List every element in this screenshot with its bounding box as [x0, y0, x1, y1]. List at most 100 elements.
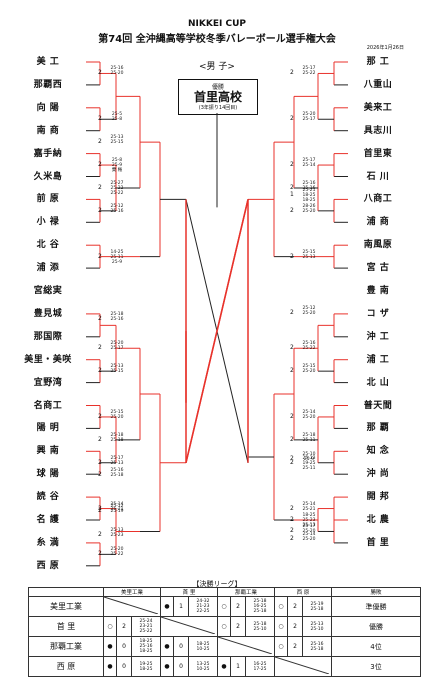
- match-score: 25-12 25-16: [110, 203, 124, 214]
- set-count: 2: [290, 69, 294, 77]
- league-result: 3位: [331, 656, 421, 677]
- match-score: 25-17 25-22: [302, 66, 316, 77]
- team-left: 球 陽: [36, 469, 60, 480]
- match-score: 25-18 25-18: [110, 432, 124, 443]
- league-score: 25-18 25-10: [245, 616, 275, 637]
- league-score: 25-18 16-25 25-18: [245, 596, 275, 617]
- league-mark: ○: [217, 596, 231, 617]
- set-count: 2: [98, 138, 102, 146]
- winner-label: 優勝: [211, 84, 224, 91]
- team-left: 陽 明: [36, 423, 60, 434]
- match-score: 25-13 25-23: [110, 528, 124, 539]
- league-title: 【決勝リーグ】: [192, 580, 242, 588]
- set-count: 1: [290, 191, 294, 199]
- team-right: 沖 工: [366, 331, 390, 342]
- team-right: コ ザ: [366, 308, 390, 319]
- match-score: 25-17 25-20: [302, 524, 316, 535]
- league-diagonal: [217, 636, 275, 657]
- team-right: 石 川: [366, 171, 390, 182]
- team-left: 糸 満: [36, 537, 60, 548]
- league-team: 西 原: [28, 656, 104, 677]
- league-sets: 1: [173, 596, 189, 617]
- league-sets: 0: [173, 656, 189, 677]
- league-score: 19-25 18-25: [131, 656, 161, 677]
- league-result: 優勝: [331, 616, 421, 637]
- league-mark: ○: [274, 596, 288, 617]
- league-score: 18-25 10-25: [188, 636, 218, 657]
- team-right: 那 工: [366, 57, 390, 67]
- league-team: 美里工業: [28, 596, 104, 617]
- set-count: 2: [98, 550, 102, 558]
- match-score: 25-16 25-18: [110, 467, 124, 478]
- league-score: 25-19 25-18: [302, 596, 332, 617]
- league-sets: 0: [173, 636, 189, 657]
- match-score: 25-17 25-13: [110, 455, 124, 466]
- league-mark: ●: [217, 656, 231, 677]
- league-score: 25-13 25-10: [302, 616, 332, 637]
- set-count: 2: [98, 458, 102, 466]
- league-sets: 0: [116, 636, 132, 657]
- match-score: 25-18 25-16: [110, 312, 124, 323]
- match-score: 18-25 25-23 25-13: [302, 513, 316, 528]
- set-count: 2: [290, 206, 294, 214]
- set-count: 2: [98, 531, 102, 539]
- brand-title: NIKKEI CUP: [188, 19, 246, 29]
- team-left: 浦 添: [36, 263, 60, 274]
- set-count: 2: [290, 454, 294, 462]
- league-team: 那覇工業: [28, 636, 104, 657]
- set-count: 2: [98, 315, 102, 323]
- match-score: 25-15 25-20: [302, 364, 316, 375]
- league-result: 準優勝: [331, 596, 421, 617]
- league-sets: 0: [116, 656, 132, 677]
- set-count: 2: [290, 115, 294, 123]
- match-score: 25-14 25-21: [110, 501, 124, 512]
- league-sets: 1: [230, 656, 246, 677]
- set-count: 2: [98, 69, 102, 77]
- league-sets: 2: [230, 616, 246, 637]
- league-mark: ●: [160, 596, 174, 617]
- team-left: 興 南: [36, 446, 60, 457]
- league-mark: ○: [103, 616, 117, 637]
- team-left: 那国際: [33, 331, 63, 342]
- match-score: 25-14 25-20: [302, 409, 316, 420]
- team-right: 八商工: [363, 194, 393, 205]
- team-left: 久米島: [33, 171, 63, 182]
- team-right: 浦 工: [366, 354, 390, 365]
- set-count: 2: [290, 527, 294, 535]
- match-score: 25-16 25-16: [302, 180, 316, 191]
- league-mark: ●: [103, 656, 117, 677]
- league-mark: ○: [274, 636, 288, 657]
- league-sets: 2: [116, 616, 132, 637]
- tournament-title: 第74回 全沖縄高等学校冬季バレーボール選手権大会: [98, 34, 336, 45]
- league-diagonal: [103, 596, 161, 617]
- team-left: 嘉手納: [33, 148, 63, 159]
- team-left: 前 原: [36, 194, 60, 205]
- match-score: 25-16 25-20: [110, 66, 124, 77]
- league-score: 25-24 23-21 25-22: [131, 616, 161, 637]
- set-count: 2: [290, 344, 294, 352]
- league-col-header: 那覇工業: [217, 587, 275, 597]
- team-left: 美 工: [36, 57, 60, 67]
- set-count: 2: [290, 435, 294, 443]
- team-right: 普天間: [363, 400, 393, 411]
- league-mark: ●: [103, 636, 117, 657]
- set-count: 2: [98, 115, 102, 123]
- team-left: 那覇西: [33, 79, 63, 90]
- team-left: 豊見城: [33, 308, 63, 319]
- match-score: 25-16 25-22: [302, 341, 316, 352]
- team-left: 名商工: [33, 400, 63, 411]
- team-right: 北 山: [366, 377, 390, 388]
- team-right: 那 覇: [366, 423, 390, 434]
- set-count: 2: [98, 161, 102, 169]
- team-right: 八重山: [363, 79, 393, 90]
- set-count: 2: [98, 252, 102, 260]
- league-score: 16-25 17-25: [245, 656, 275, 677]
- league-sets: 2: [287, 616, 303, 637]
- match-score: 25-14 25-21: [302, 501, 316, 512]
